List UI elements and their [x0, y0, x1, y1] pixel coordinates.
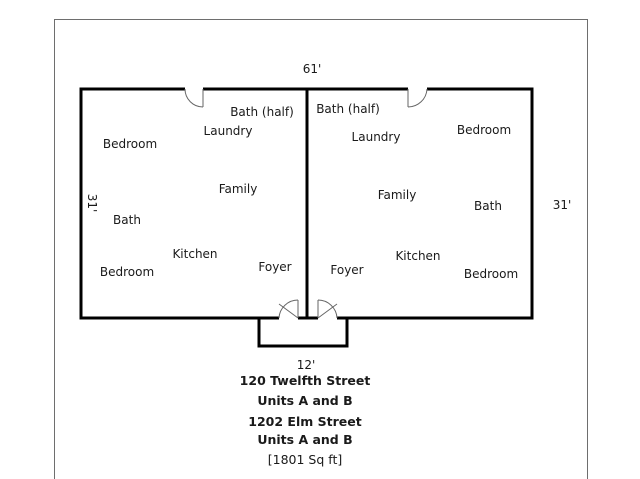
room-label-bath: Bath: [474, 199, 502, 213]
room-label-half-bath: Bath (half): [230, 105, 294, 119]
room-label-laundry: Laundry: [204, 124, 253, 138]
floor-plan-sheet: [54, 19, 588, 479]
room-label-foyer: Foyer: [330, 263, 363, 277]
room-label-bedroom: Bedroom: [100, 265, 154, 279]
room-label-family: Family: [219, 182, 258, 196]
room-label-half-bath: Bath (half): [316, 102, 380, 116]
floor-plan: 61' 31' 31' 12' Bath (half) Laundry Bedr…: [79, 62, 572, 372]
door-icon: [184, 88, 204, 108]
width-dimension: 61': [303, 62, 322, 76]
room-label-kitchen: Kitchen: [172, 247, 217, 261]
left-unit-walls: [79, 87, 309, 320]
height-dimension-right: 31': [553, 198, 572, 212]
front-porch: [257, 318, 349, 348]
room-label-kitchen: Kitchen: [395, 249, 440, 263]
porch-dimension: 12': [297, 358, 316, 372]
door-icon: [278, 299, 299, 319]
room-label-bedroom: Bedroom: [464, 267, 518, 281]
caption-address-2: 1202 Elm Street: [248, 414, 362, 429]
door-icon: [317, 299, 338, 319]
height-dimension-left: 31': [85, 194, 99, 213]
door-icon: [407, 88, 428, 108]
caption-units-1: Units A and B: [257, 393, 353, 408]
room-label-bath: Bath: [113, 213, 141, 227]
caption-address-1: 120 Twelfth Street: [239, 373, 371, 388]
room-label-bedroom: Bedroom: [457, 123, 511, 137]
room-label-family: Family: [378, 188, 417, 202]
room-label-laundry: Laundry: [352, 130, 401, 144]
caption-units-2: Units A and B: [257, 432, 353, 447]
room-label-foyer: Foyer: [258, 260, 291, 274]
room-label-bedroom: Bedroom: [103, 137, 157, 151]
